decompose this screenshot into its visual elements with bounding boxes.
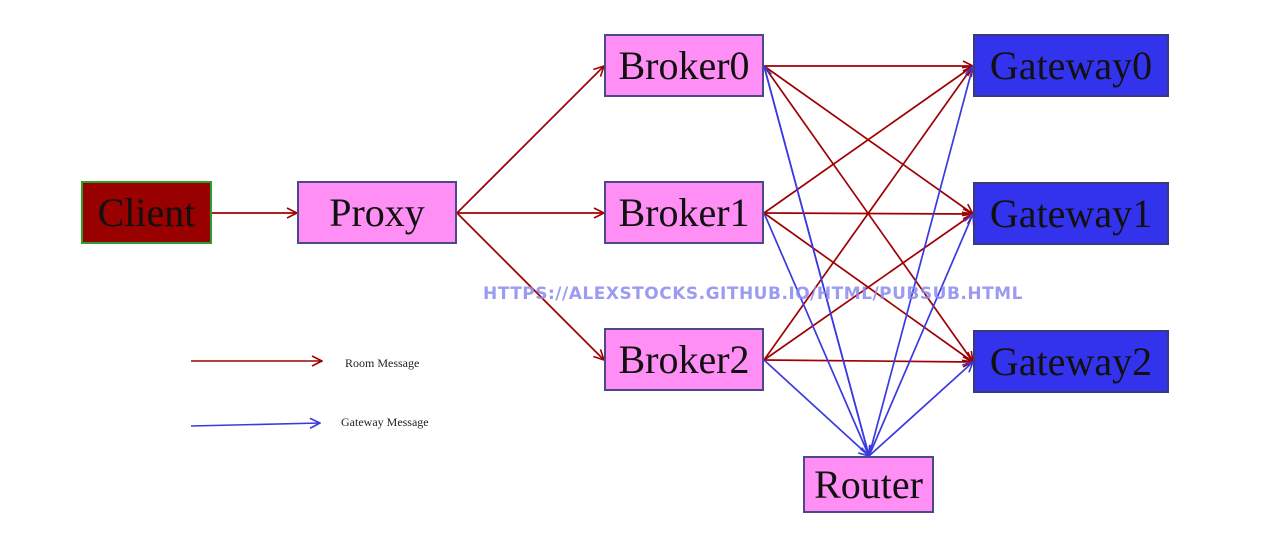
room-edge-proxy-to-broker0 [456,66,604,214]
client-node: Client [81,181,212,244]
broker2-node: Broker2 [604,328,764,391]
proxy-node: Proxy [297,181,457,244]
legend-gateway-arrow [190,423,320,426]
gateway0-node: Gateway0 [973,34,1169,97]
room-edge-broker2-to-gateway2 [763,360,973,362]
gateway-edge-router-to-broker0 [764,66,870,457]
room-edge-proxy-to-broker2 [456,212,604,360]
room-edge-broker2-to-gateway0 [763,66,973,361]
legend-gateway-label: Gateway Message [341,415,429,429]
legend-room-label: Room Message [345,356,420,370]
broker0-node: Broker0 [604,34,764,97]
gateway2-node: Gateway2 [973,330,1169,393]
watermark-url: HTTPS://ALEXSTOCKS.GITHUB.IO/HTML/PUBSUB… [483,284,1023,304]
room-edge-broker1-to-gateway0 [763,66,973,214]
gateway-edge-broker1-to-router [763,212,869,456]
room-edge-broker2-to-gateway1 [763,214,973,361]
gateway1-node: Gateway1 [973,182,1169,245]
router-node: Router [803,456,934,513]
gateway-edge-router-to-gateway2 [868,362,973,457]
gateway-edge-router-to-gateway1 [868,214,973,457]
gateway-edge-router-to-gateway0 [868,66,973,457]
broker1-node: Broker1 [604,181,764,244]
gateway-edge-broker2-to-router [763,359,869,456]
